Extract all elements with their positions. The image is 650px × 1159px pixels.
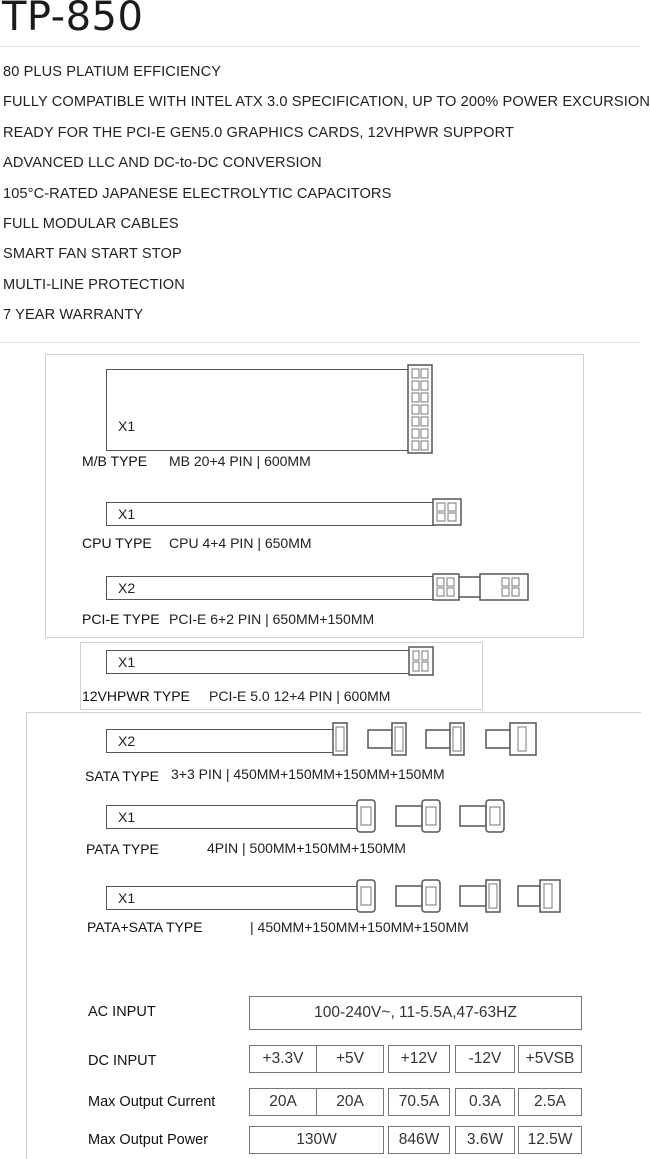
hpwr-cable-illustration: X1 xyxy=(106,650,410,674)
dc-input-cell: +5VSB xyxy=(518,1045,582,1073)
max-current-cell: 2.5A xyxy=(518,1088,582,1116)
max-current-cell: 20A xyxy=(249,1088,317,1116)
hpwr-connector-icon xyxy=(408,646,434,676)
max-current-cell: 20A xyxy=(316,1088,384,1116)
sata-type-label: SATA TYPE xyxy=(85,768,159,784)
ac-input-label: AC INPUT xyxy=(88,1004,156,1020)
sata-type-spec: 3+3 PIN | 450MM+150MM+150MM+150MM xyxy=(171,766,445,782)
cpu-cable-quantity: X1 xyxy=(118,506,136,522)
ac-input-value: 100-240V~, 11-5.5A,47-63HZ xyxy=(249,996,582,1030)
max-current-cell: 0.3A xyxy=(455,1088,515,1116)
dc-input-cell: +3.3V xyxy=(249,1045,317,1073)
pata-cable-illustration: X1 xyxy=(106,805,359,829)
hpwr-type-spec: PCI-E 5.0 12+4 PIN | 600MM xyxy=(209,688,391,704)
cable-group-frame xyxy=(45,354,584,638)
feature-list: 80 PLUS PLATIUM EFFICIENCY FULLY COMPATI… xyxy=(3,64,650,338)
cpu-cable-illustration: X1 xyxy=(106,502,434,526)
pata-connector-icon xyxy=(356,799,505,833)
mb-cable-quantity: X1 xyxy=(118,418,136,434)
dc-input-cell: -12V xyxy=(455,1045,515,1073)
cpu-connector-icon xyxy=(432,498,462,526)
max-power-cell: 3.6W xyxy=(455,1126,515,1154)
sata-cable-quantity: X2 xyxy=(118,733,136,749)
pcie-cable-quantity: X2 xyxy=(118,580,136,596)
patasata-cable-quantity: X1 xyxy=(118,890,136,906)
feature-item: SMART FAN START STOP xyxy=(3,246,182,263)
dc-input-label: DC INPUT xyxy=(88,1053,157,1069)
pcie-type-spec: PCI-E 6+2 PIN | 650MM+150MM xyxy=(169,611,375,627)
max-output-power-label: Max Output Power xyxy=(88,1132,209,1148)
max-power-cell: 846W xyxy=(388,1126,450,1154)
feature-item: 105°C-RATED JAPANESE ELECTROLYTIC CAPACI… xyxy=(3,185,392,202)
dc-input-cell: +5V xyxy=(316,1045,384,1073)
divider xyxy=(0,46,640,47)
feature-item: 7 YEAR WARRANTY xyxy=(3,307,144,324)
pata-type-spec: 4PIN | 500MM+150MM+150MM xyxy=(207,840,406,856)
pata-type-label: PATA TYPE xyxy=(86,841,159,857)
max-output-current-label: Max Output Current xyxy=(88,1094,216,1110)
cpu-type-label: CPU TYPE xyxy=(82,535,152,551)
cable-group-frame xyxy=(80,642,483,710)
hpwr-type-label: 12VHPWR TYPE xyxy=(82,688,190,704)
max-power-cell: 130W xyxy=(249,1126,384,1154)
divider xyxy=(0,342,640,343)
patasata-type-label: PATA+SATA TYPE xyxy=(87,919,203,935)
pcie-connector-icon xyxy=(432,573,529,601)
patasata-connector-icon xyxy=(356,879,561,913)
cpu-type-spec: CPU 4+4 PIN | 650MM xyxy=(169,535,312,551)
feature-item: FULLY COMPATIBLE WITH INTEL ATX 3.0 SPEC… xyxy=(3,94,650,111)
patasata-type-spec: | 450MM+150MM+150MM+150MM xyxy=(250,919,469,935)
pcie-type-label: PCI-E TYPE xyxy=(82,611,160,627)
feature-item: READY FOR THE PCI-E GEN5.0 GRAPHICS CARD… xyxy=(3,124,515,141)
dc-input-cell: +12V xyxy=(388,1045,450,1073)
mb-connector-icon xyxy=(407,364,433,454)
feature-item: MULTI-LINE PROTECTION xyxy=(3,276,185,293)
product-title: TP-850 xyxy=(2,0,144,40)
mb-type-spec: MB 20+4 PIN | 600MM xyxy=(169,453,311,469)
mb-cable-illustration: X1 xyxy=(106,369,410,451)
mb-type-label: M/B TYPE xyxy=(82,453,148,469)
feature-item: FULL MODULAR CABLES xyxy=(3,215,179,232)
pata-cable-quantity: X1 xyxy=(118,809,136,825)
max-current-cell: 70.5A xyxy=(388,1088,450,1116)
pcie-cable-illustration: X2 xyxy=(106,576,434,600)
patasata-cable-illustration: X1 xyxy=(106,886,359,910)
max-power-cell: 12.5W xyxy=(518,1126,582,1154)
cable-group-frame xyxy=(26,712,641,1159)
feature-item: 80 PLUS PLATIUM EFFICIENCY xyxy=(3,64,222,80)
sata-cable-illustration: X2 xyxy=(106,729,335,753)
sata-connector-icon xyxy=(332,722,537,756)
feature-item: ADVANCED LLC AND DC-to-DC CONVERSION xyxy=(3,155,322,172)
hpwr-cable-quantity: X1 xyxy=(118,654,136,670)
